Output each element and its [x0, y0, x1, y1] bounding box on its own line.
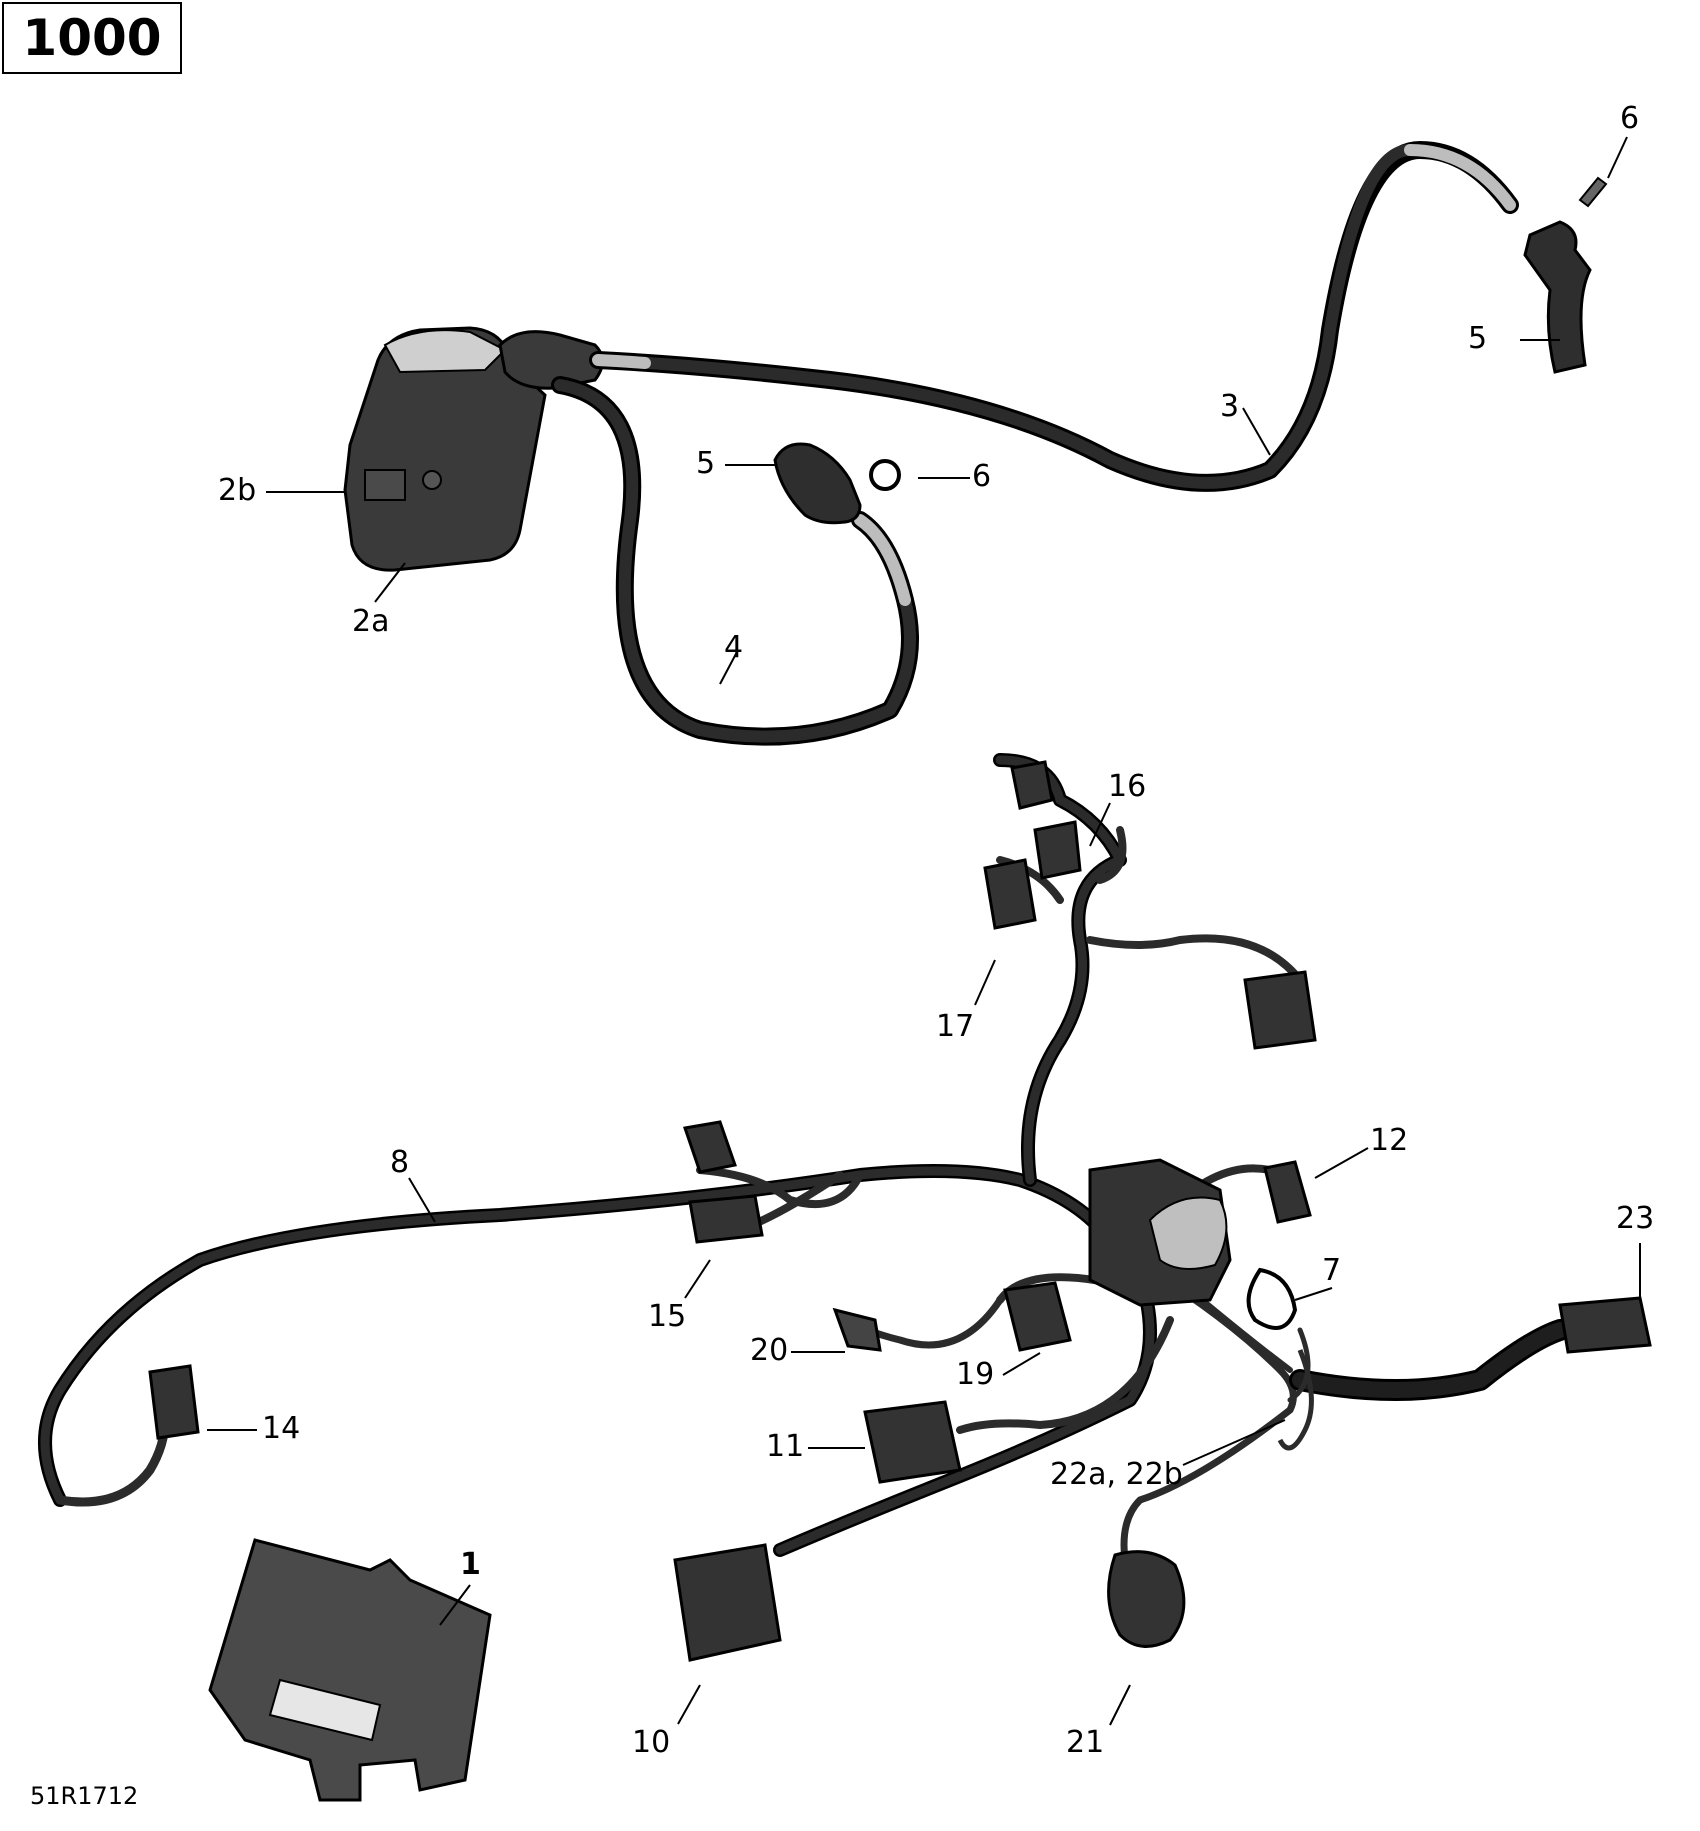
ground-wire-22	[1277, 1349, 1314, 1451]
engine-variant-badge: 1000	[2, 2, 182, 74]
callout-8: 8	[390, 1145, 410, 1180]
callout-14: 14	[262, 1411, 301, 1446]
callout-20: 20	[750, 1333, 789, 1368]
callout-12: 12	[1370, 1123, 1409, 1158]
callout-5-mid: 5	[696, 446, 716, 481]
clamp-6-mid	[869, 459, 901, 491]
connector-19	[1003, 1281, 1072, 1352]
screw-6-upper	[1578, 176, 1608, 208]
document-code: 51R1712	[30, 1782, 139, 1810]
sensor-21	[1107, 1550, 1186, 1648]
callout-5-upper: 5	[1468, 321, 1488, 356]
callout-15: 15	[648, 1299, 687, 1334]
connector-top-right	[1243, 970, 1317, 1050]
callout-6-upper: 6	[1620, 101, 1640, 136]
callout-10: 10	[632, 1725, 671, 1760]
callout-4: 4	[724, 630, 744, 665]
harness-central-connector	[1088, 1158, 1232, 1307]
connector-11	[863, 1400, 962, 1484]
connector-17	[983, 858, 1037, 930]
callout-21: 21	[1066, 1725, 1105, 1760]
spark-plug-cap-upper	[1523, 220, 1592, 374]
callout-2a: 2a	[352, 604, 390, 639]
callout-2b: 2b	[218, 473, 257, 508]
connector-15	[688, 1194, 764, 1244]
callout-11: 11	[766, 1429, 805, 1464]
tie-strap-7	[1246, 1267, 1298, 1330]
connector-14	[148, 1364, 200, 1440]
connector-23	[1558, 1296, 1652, 1354]
callout-6-mid: 6	[972, 459, 992, 494]
callout-17: 17	[936, 1009, 975, 1044]
connector-20	[832, 1307, 882, 1352]
leader-lines	[207, 136, 1641, 1726]
callout-1: 1	[460, 1547, 481, 1582]
connector-upper-left-harness	[683, 1120, 737, 1174]
spark-plug-cap-mid	[773, 442, 862, 525]
connector-12	[1263, 1160, 1312, 1224]
callout-3: 3	[1220, 389, 1240, 424]
connector-10	[673, 1543, 782, 1662]
ignition-coil-part	[343, 326, 604, 572]
connector-16	[1010, 760, 1082, 880]
callout-19: 19	[956, 1357, 995, 1392]
callout-22a-22b: 22a, 22b	[1050, 1457, 1183, 1492]
callout-16: 16	[1108, 769, 1147, 804]
engine-control-module	[208, 1538, 492, 1802]
callout-23: 23	[1616, 1201, 1655, 1236]
callout-7: 7	[1322, 1253, 1342, 1288]
ignition-cable-4	[551, 376, 919, 746]
